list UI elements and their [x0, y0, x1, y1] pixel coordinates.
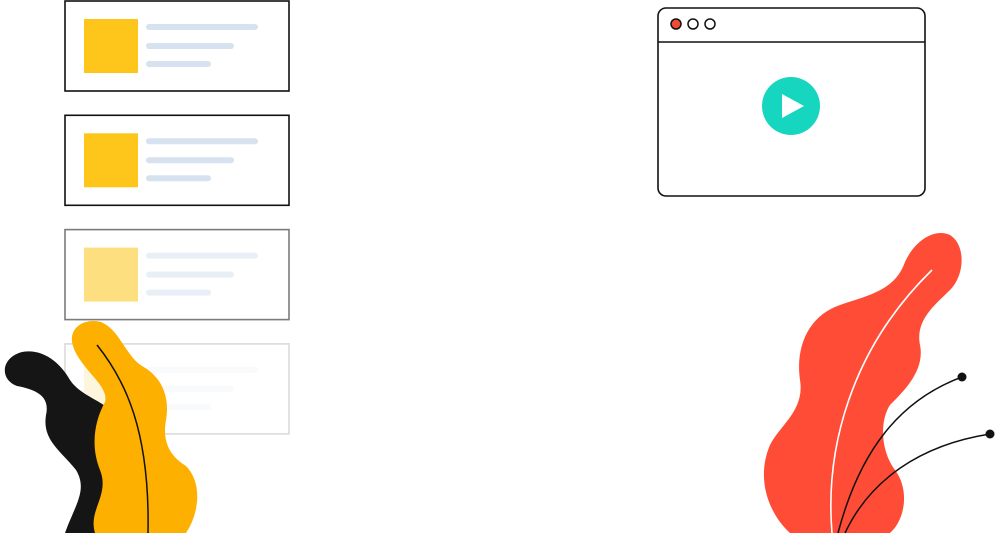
left-plant	[4, 320, 198, 534]
list-card[interactable]	[64, 228, 290, 321]
right-plant	[763, 233, 995, 534]
yellow-leaf-vein	[96, 344, 149, 534]
plant-stem	[837, 376, 963, 534]
red-leaf	[763, 233, 962, 533]
red-leaf-vein	[830, 269, 933, 534]
stem-bud	[985, 429, 995, 439]
yellow-leaf	[71, 320, 198, 533]
stem-bud	[957, 372, 967, 382]
play-button[interactable]	[762, 77, 820, 135]
play-icon	[782, 94, 804, 118]
window-maximize-dot-icon[interactable]	[704, 18, 716, 30]
window-close-dot-icon[interactable]	[670, 18, 682, 30]
list-card[interactable]	[64, 114, 290, 207]
card-thumbnail	[84, 133, 138, 188]
black-leaf	[4, 351, 122, 533]
card-thumbnail	[84, 247, 138, 302]
window-minimize-dot-icon[interactable]	[687, 18, 699, 30]
card-thumbnail	[84, 19, 138, 73]
list-card[interactable]	[64, 0, 290, 92]
video-browser-window	[657, 7, 926, 197]
plant-stem	[844, 433, 991, 534]
